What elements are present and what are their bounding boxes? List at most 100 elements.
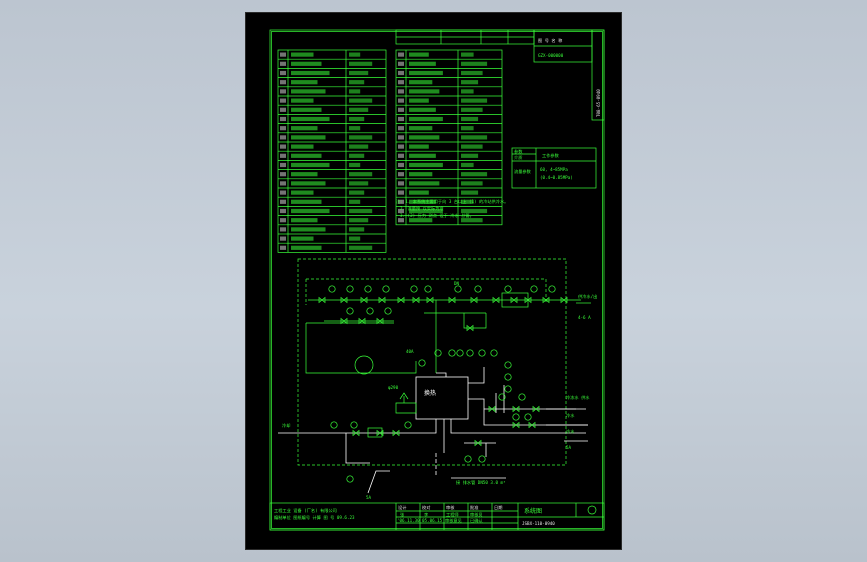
table-cell-text bbox=[349, 80, 365, 85]
table-cell-text bbox=[461, 52, 474, 57]
table-cell-text bbox=[461, 162, 474, 168]
table-row-number bbox=[398, 144, 404, 149]
table-cell-text bbox=[349, 162, 361, 168]
valve-symbol bbox=[470, 296, 478, 304]
note-line-1: 注: 1. 本系统主要用于向 3 台以上 (1) 的冷站供冷水。 bbox=[396, 198, 508, 205]
instrument-bubble bbox=[454, 285, 462, 293]
instrument-bubble bbox=[448, 349, 456, 357]
table-row-number bbox=[280, 162, 286, 168]
table-row-number bbox=[398, 135, 404, 140]
table-row-number bbox=[280, 190, 286, 195]
table-cell-text bbox=[409, 181, 440, 186]
instrument-bubble bbox=[382, 285, 390, 293]
note-line-3: 3. (2) 压力 测点 设于 冷水 总管。 bbox=[400, 212, 474, 219]
right-sub-flow-label: 5A bbox=[566, 445, 572, 450]
system-diagram: 图 号 名 称 GZX-000000 T08-65-0940 参数 介质 工作参… bbox=[269, 29, 605, 531]
instrument-bubble bbox=[512, 413, 520, 421]
table-cell-text bbox=[349, 172, 373, 177]
heat-exchanger bbox=[415, 376, 469, 420]
table-cell-text bbox=[409, 190, 429, 195]
instrument-bubble bbox=[524, 413, 532, 421]
tb-header-design: 设计 bbox=[398, 504, 406, 511]
table-cell-text bbox=[461, 208, 488, 214]
table-row-number bbox=[280, 126, 286, 131]
table-row-number bbox=[280, 199, 286, 204]
top-code-table: 图 号 名 称 GZX-000000 T08-65-0940 bbox=[395, 29, 605, 121]
instrument-bubble bbox=[404, 421, 412, 429]
table-cell-text bbox=[409, 126, 433, 131]
valve-symbol bbox=[510, 296, 518, 304]
instrument-bubble bbox=[364, 285, 372, 293]
table-cell-text bbox=[409, 116, 443, 122]
instrument-bubble bbox=[346, 285, 354, 293]
table-cell-text bbox=[409, 218, 433, 223]
tb-date-2: 05.06.15 bbox=[422, 518, 443, 523]
table-row-number bbox=[398, 190, 404, 195]
table-cell-text bbox=[461, 181, 483, 186]
right-mid-flow-label: 冷水 bbox=[566, 412, 575, 419]
spec-medium-label: 介质 bbox=[514, 154, 522, 161]
instrument-bubble bbox=[504, 385, 512, 393]
table-cell-text bbox=[291, 245, 322, 250]
table-cell-text bbox=[349, 208, 373, 214]
valve-symbol bbox=[512, 421, 520, 429]
table-cell-text bbox=[409, 98, 429, 103]
spec-pressure-value: (0.4~0.85MPa) bbox=[540, 175, 573, 180]
instrument-bubble bbox=[504, 361, 512, 369]
valve-symbol bbox=[340, 296, 348, 304]
table-row-number bbox=[280, 153, 286, 158]
table-cell-text bbox=[461, 153, 479, 158]
table-cell-text bbox=[409, 162, 443, 168]
table-cell-text bbox=[409, 144, 429, 149]
instrument-bubble bbox=[478, 455, 486, 463]
table-row-number bbox=[280, 181, 286, 186]
drawing-number: JSBX-110-0940 bbox=[522, 521, 555, 526]
instrument-bubble bbox=[518, 393, 526, 401]
table-cell-text bbox=[291, 153, 322, 158]
tb-value-design: 张 bbox=[400, 511, 405, 518]
table-cell-text bbox=[291, 162, 330, 168]
valve-symbol bbox=[512, 405, 520, 413]
table-cell-text bbox=[291, 181, 326, 186]
valve-symbol bbox=[528, 421, 536, 429]
table-row-number bbox=[280, 208, 286, 214]
valve-symbol bbox=[466, 324, 474, 332]
table-cell-text bbox=[409, 208, 443, 214]
table-cell-text bbox=[409, 80, 433, 85]
table-cell-text bbox=[461, 116, 479, 122]
table-cell-text bbox=[349, 135, 373, 140]
instrument-bubble bbox=[456, 349, 464, 357]
valve-symbol bbox=[376, 317, 384, 325]
company-name: 工程工业 设备 (厂名) 有限公司 bbox=[274, 507, 337, 514]
flow-top-label: 4-6 A bbox=[578, 315, 591, 320]
table-cell-text bbox=[461, 80, 479, 85]
table-cell-text bbox=[461, 135, 488, 140]
valve-symbol bbox=[358, 317, 366, 325]
title-mark bbox=[587, 505, 597, 515]
instrument-bubble bbox=[350, 421, 358, 429]
table-cell-text bbox=[349, 236, 361, 241]
table-row-number bbox=[280, 52, 286, 57]
lower-main-line bbox=[278, 419, 437, 434]
table-row-number bbox=[280, 218, 286, 223]
drawing-inner-border bbox=[271, 31, 603, 529]
table-cell-text bbox=[291, 80, 318, 85]
instrument-bubble bbox=[384, 307, 392, 315]
table-cell-text bbox=[461, 218, 483, 223]
valve-symbol bbox=[542, 296, 550, 304]
table-cell-text bbox=[291, 218, 318, 223]
table-row-number bbox=[398, 208, 404, 214]
table-cell-text bbox=[349, 61, 373, 66]
tb-header-date: 日期 bbox=[494, 505, 502, 511]
tb-value-approve: 审核员 bbox=[470, 511, 483, 518]
table-cell-text bbox=[349, 227, 365, 232]
spec-work-param: 工作参数 bbox=[542, 152, 560, 159]
title-block: 工程工业 设备 (厂名) 有限公司 编制单位 图纸编号 计算 图 号 09.6.… bbox=[269, 502, 605, 531]
table-row-number bbox=[398, 116, 404, 122]
table-row-number bbox=[398, 70, 404, 76]
tb-date-1: '06.11.30 bbox=[397, 518, 420, 523]
table-row-number bbox=[280, 135, 286, 140]
instrument-bubble bbox=[434, 349, 442, 357]
table-cell-text bbox=[291, 107, 322, 112]
table-row-number bbox=[280, 61, 286, 66]
